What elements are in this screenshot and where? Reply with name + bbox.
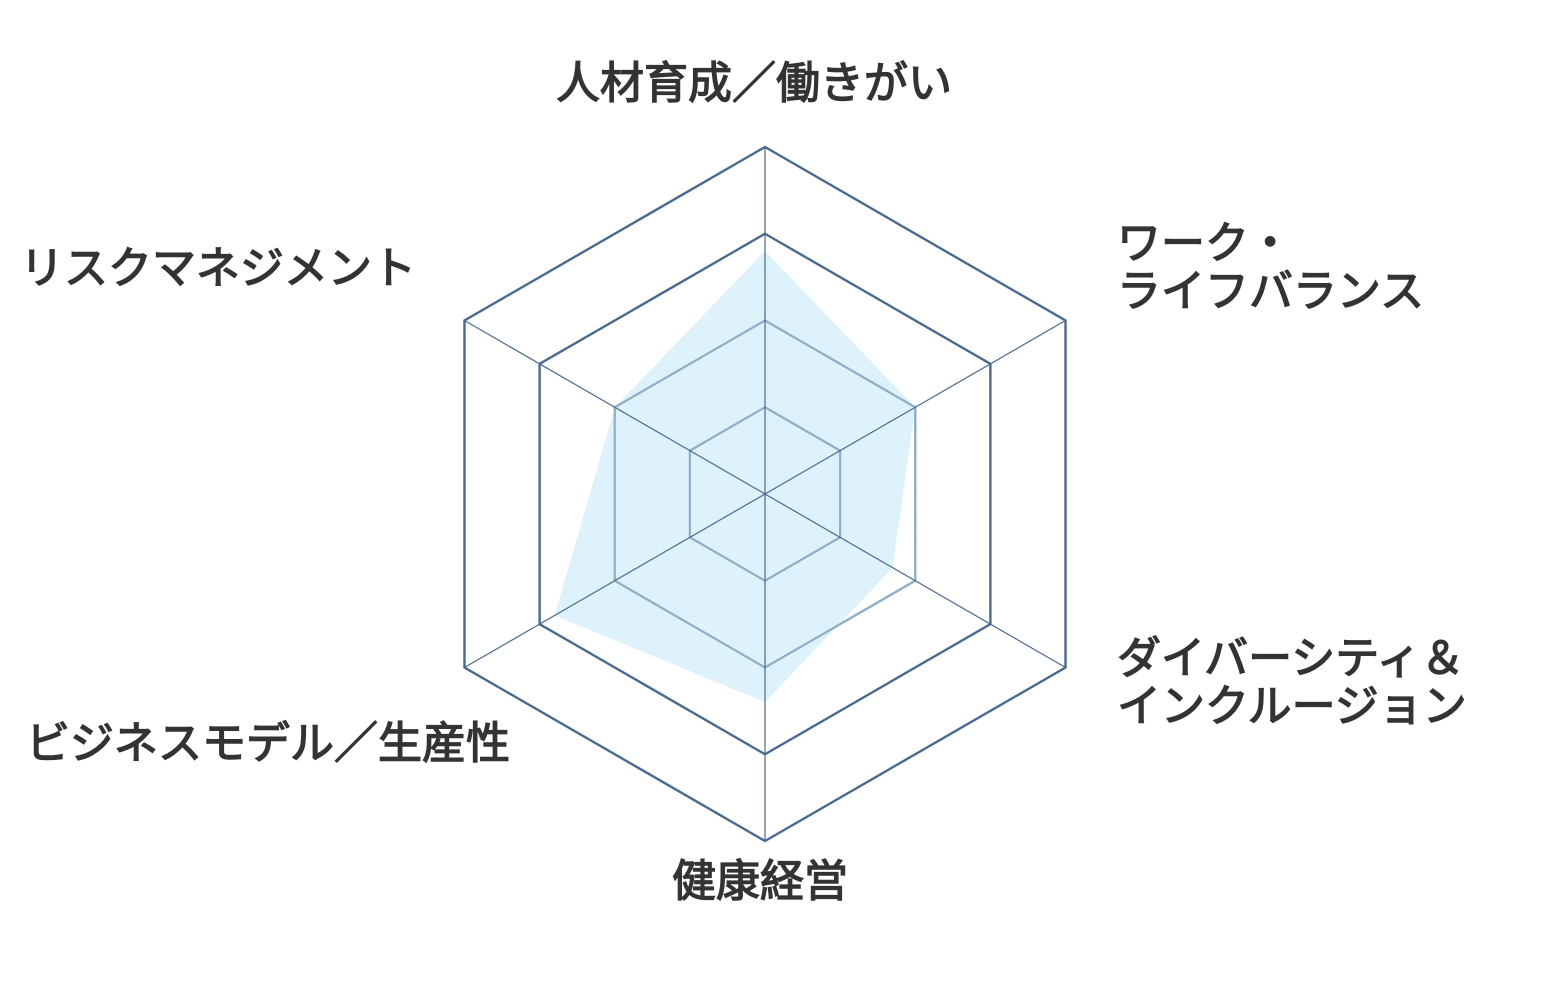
- axis-label-business-model-productivity: ビジネスモデル／生産性: [26, 720, 510, 768]
- radar-spoke-4: [464, 493, 766, 669]
- axis-label-line: ダイバーシティ＆: [1117, 633, 1465, 684]
- axis-label-work-life-balance: ワーク・ ライフバランス: [1117, 220, 1424, 316]
- radar-spoke-5: [464, 319, 766, 495]
- axis-label-line: 人材育成／働きがい: [556, 58, 952, 109]
- axis-label-line: インクルージョン: [1117, 681, 1467, 732]
- radar-spoke-1: [764, 319, 1066, 495]
- axis-label-line: リスクマネジメント: [20, 243, 416, 294]
- axis-label-risk-management: リスクマネジメント: [20, 245, 416, 293]
- axis-label-diversity-inclusion: ダイバーシティ＆ インクルージョン: [1117, 635, 1467, 731]
- radar-spoke-2: [764, 493, 1066, 669]
- axis-label-line: ワーク・: [1117, 218, 1293, 269]
- axis-label-line: ビジネスモデル／生産性: [26, 718, 510, 769]
- axis-label-health-management: 健康経営: [672, 858, 848, 906]
- radar-spokes: [464, 147, 1066, 841]
- axis-label-line: 健康経営: [672, 856, 848, 907]
- axis-label-hr-development: 人材育成／働きがい: [556, 60, 952, 108]
- axis-label-line: ライフバランス: [1117, 266, 1425, 317]
